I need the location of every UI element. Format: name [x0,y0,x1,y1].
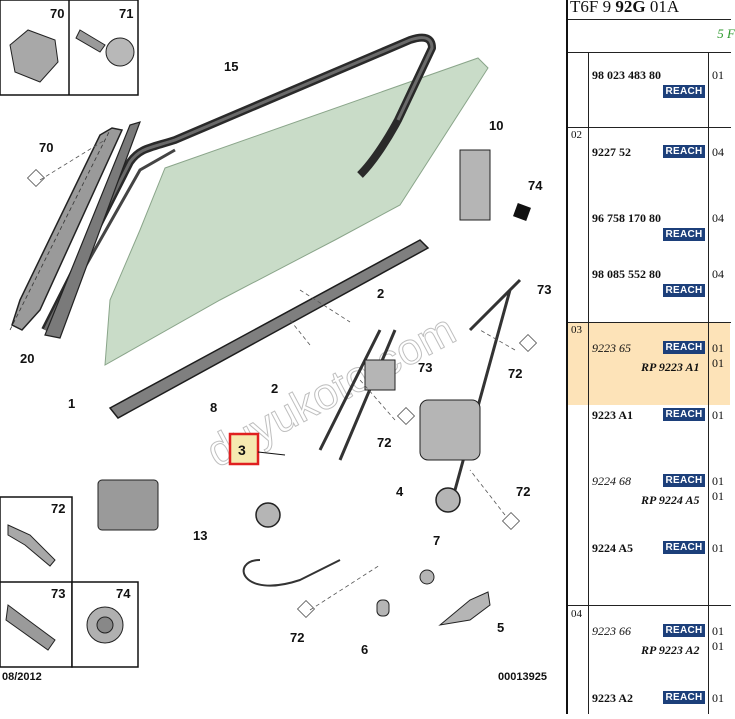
part-qty: 04 [712,145,724,159]
callout-3-highlight [228,432,260,466]
replacement-ref[interactable]: RP 9223 A2 [641,643,700,657]
part-qty: 01 [712,541,724,555]
callout-72d: 72 [290,630,304,645]
part-qty: 01 [712,408,724,422]
part-ref[interactable]: 9223 65 [592,341,631,355]
callout-70: 70 [39,140,53,155]
part-qty: 01 [712,341,724,355]
part-ref[interactable]: 98 085 552 80 [592,267,661,281]
reach-badge: REACH [663,474,705,487]
callout-10: 10 [489,118,503,133]
inset-fasteners-bottom: 72 73 74 [0,496,139,668]
part-qty: 01 [712,489,724,503]
svg-text:70: 70 [50,6,64,21]
callout-1: 1 [68,396,75,411]
callout-5: 5 [497,620,504,635]
part-qty: 04 [712,211,724,225]
reach-badge: REACH [663,85,705,98]
part-ref[interactable]: 9223 A2 [592,691,634,705]
callout-2: 2 [377,286,384,301]
svg-text:74: 74 [116,586,131,601]
part-ref[interactable]: 96 758 170 80 [592,211,661,225]
window-regulator-rails [318,278,522,491]
part-ref[interactable]: 98 023 483 80 [592,68,661,82]
parts-list-panel: T6F 9 92G 01A 5 F 98 023 483 80 01 REACH… [566,0,735,714]
plate-code: 00013925 [498,671,547,683]
svg-text:71: 71 [119,6,133,21]
window-trim-strip [11,127,124,331]
diagram-date: 08/2012 [2,671,42,683]
inset-fasteners-top: 70 71 [0,0,139,96]
reach-badge: REACH [663,541,705,554]
callout-20: 20 [20,351,34,366]
part-ref[interactable]: 9224 A5 [592,541,634,555]
section-number: 03 [571,324,582,336]
reach-badge: REACH [663,408,705,421]
section-number: 04 [571,608,582,620]
part-qty: 01 [712,639,724,653]
catalog-code: T6F 9 92G 01A [570,0,680,16]
reach-badge: REACH [663,145,705,158]
selected-section-highlight [568,323,730,405]
part-qty: 01 [712,474,724,488]
part-ref[interactable]: 9223 66 [592,624,631,638]
callout-2b: 2 [271,381,278,396]
part-qty: 04 [712,267,724,281]
callout-3: 3 [238,442,246,458]
callout-4: 4 [396,484,404,499]
callout-72a: 72 [508,366,522,381]
reach-badge: REACH [663,228,705,241]
callout-7: 7 [433,533,440,548]
reach-badge: REACH [663,284,705,297]
part-ref[interactable]: 9223 A1 [592,408,634,422]
callout-72c: 72 [516,484,530,499]
part-ref[interactable]: 9224 68 [592,474,631,488]
callout-13: 13 [193,528,207,543]
callout-74: 74 [528,178,543,193]
part-ref[interactable]: 9227 52 [592,145,631,159]
reach-badge: REACH [663,341,705,354]
parts-diagram: duyukoto.com 1 2 2 [0,0,551,683]
callout-73a: 73 [537,282,551,297]
svg-text:73: 73 [51,586,65,601]
reach-badge: REACH [663,691,705,704]
reach-badge: REACH [663,624,705,637]
part-qty: 01 [712,356,724,370]
svg-text:72: 72 [51,501,65,516]
callout-73b: 73 [418,360,432,375]
replacement-ref[interactable]: RP 9223 A1 [641,360,700,374]
part-qty: 01 [712,691,724,705]
callout-6: 6 [361,642,368,657]
section-number: 02 [571,129,582,141]
part-qty: 01 [712,68,724,82]
callout-72b: 72 [377,435,391,450]
replacement-ref[interactable]: RP 9224 A5 [641,493,700,507]
exploded-view-drawing: duyukoto.com 1 2 2 [0,0,551,683]
header-green-text: 5 F [717,26,735,41]
beltline-seal [108,239,430,419]
callout-8: 8 [210,400,217,415]
part-qty: 01 [712,624,724,638]
callout-15: 15 [224,59,238,74]
